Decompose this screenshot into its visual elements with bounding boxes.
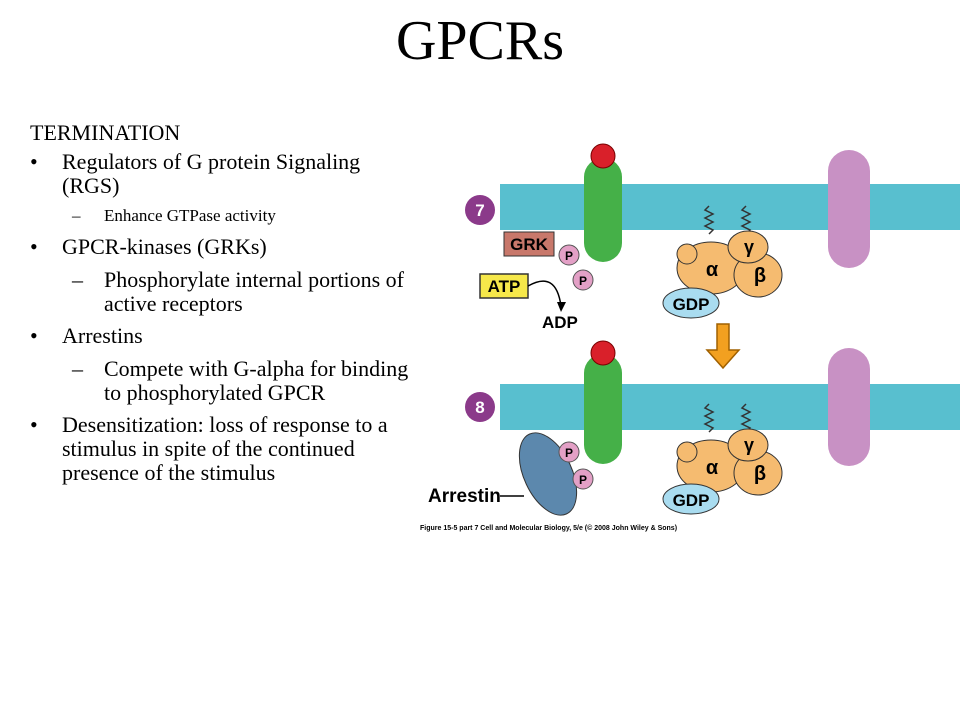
alpha-label: α [706, 457, 719, 479]
bullet-desensitization: Desensitization: loss of response to a s… [30, 413, 422, 485]
lipid-anchor-4 [740, 403, 752, 433]
gdp-top [662, 287, 720, 319]
sub-bullet-phosphorylate: Phosphorylate internal portions of activ… [30, 268, 422, 316]
lipid-anchor-3 [703, 403, 715, 433]
step-badge-8 [465, 392, 495, 422]
receptor-pink-bottom [828, 348, 870, 466]
adp-label: ADP [542, 313, 578, 332]
lipid-anchor-2 [740, 205, 752, 235]
membrane-top [500, 184, 960, 230]
phosphate-2-bottom [572, 468, 594, 490]
receptor-green-top [584, 158, 622, 262]
arrow-head [557, 302, 566, 312]
figure-caption: Figure 15-5 part 7 Cell and Molecular Bi… [420, 524, 677, 532]
transition-arrow [705, 323, 741, 370]
gpcr-termination-diagram: 7 P P GRK ATP ADP α β γ GDP 8 Arrestin P… [420, 143, 960, 532]
alpha-label: α [706, 259, 719, 281]
gdp-bottom [662, 483, 720, 515]
grk-reaction-arrow [527, 280, 562, 307]
g-gamma-bottom [727, 428, 769, 462]
step-label-8: 8 [475, 398, 484, 417]
membrane-bottom [500, 384, 960, 430]
section-heading: TERMINATION [30, 120, 181, 145]
gamma-label: γ [744, 435, 754, 455]
step-label-7: 7 [475, 201, 484, 220]
bullet-grks: GPCR-kinases (GRKs) [30, 235, 422, 260]
beta-label: β [754, 265, 766, 287]
gdp-label: GDP [673, 295, 710, 314]
step-badge-7 [465, 195, 495, 225]
sub-bullet-gtpase: Enhance GTPase activity [30, 205, 422, 227]
phosphate-2-top [572, 269, 594, 291]
text-content: TERMINATION Regulators of G protein Sign… [30, 118, 422, 494]
ligand-bottom [590, 340, 616, 366]
grk-label: GRK [510, 235, 549, 254]
receptor-green-bottom [584, 354, 622, 464]
phosphate-1-bottom [558, 441, 580, 463]
beta-label: β [754, 463, 766, 485]
phosphate-label: P [579, 274, 587, 288]
atp-box [479, 273, 529, 299]
receptor-pink-top [828, 150, 870, 268]
phosphate-1-top [558, 244, 580, 266]
g-alpha-lobe-bottom [676, 441, 698, 463]
arrestin-label: Arrestin [428, 486, 501, 507]
gamma-label: γ [744, 237, 754, 257]
ligand-top [590, 143, 616, 169]
grk-box [503, 231, 555, 257]
g-alpha-lobe-top [676, 243, 698, 265]
bullet-rgs: Regulators of G protein Signaling (RGS) [30, 150, 422, 198]
sub-bullet-compete: Compete with G-alpha for binding to phos… [30, 357, 422, 405]
gdp-label: GDP [673, 491, 710, 510]
slide-title: GPCRs [395, 10, 565, 72]
lipid-anchor-1 [703, 205, 715, 235]
phosphate-label: P [579, 473, 587, 487]
atp-label: ATP [488, 277, 521, 296]
g-gamma-top [727, 230, 769, 264]
phosphate-label: P [565, 249, 573, 263]
phosphate-label: P [565, 446, 573, 460]
bullet-arrestins: Arrestins [30, 324, 422, 349]
